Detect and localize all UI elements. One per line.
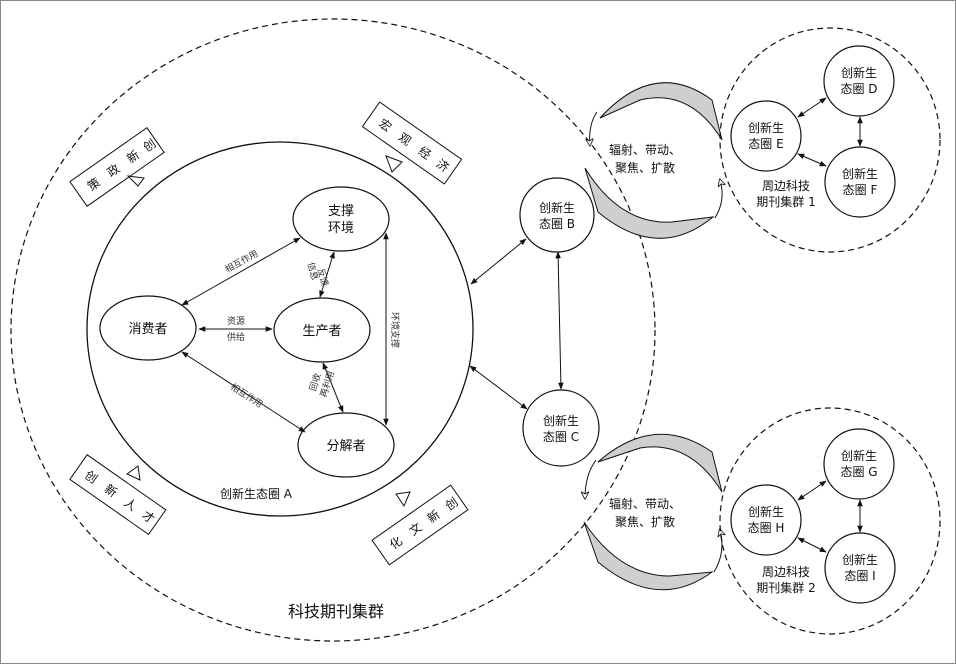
peripheral-cluster-2-boundary bbox=[719, 407, 941, 635]
resource-supply-label-1: 资源 bbox=[227, 316, 245, 327]
ecosystem-g-label-1: 创新生 bbox=[841, 448, 877, 463]
ecosystem-e-label-1: 创新生 bbox=[748, 120, 784, 135]
decomposer-label: 分解者 bbox=[326, 439, 365, 454]
radiation-cycle-2-bottom-band bbox=[583, 521, 714, 591]
ecosystem-b-node bbox=[519, 177, 595, 253]
ecosystem-d-label-1: 创新生 bbox=[841, 65, 877, 80]
env-support-label: 环境支撑 bbox=[389, 312, 401, 348]
support-environment-label-2: 环境 bbox=[328, 221, 354, 236]
radiation-cycle-1-label-2: 聚焦、扩散 bbox=[615, 160, 675, 175]
ecosystem-h-label-1: 创新生 bbox=[748, 504, 784, 519]
b-c-arrow bbox=[555, 251, 564, 390]
resource-supply-label-2: 供给 bbox=[227, 331, 245, 343]
ecosystem-h-node bbox=[730, 484, 802, 556]
ecosystem-f-node bbox=[824, 146, 896, 218]
ecosystem-h-label-2: 态圈 H bbox=[748, 521, 785, 535]
ecosystem-f-label-1: 创新生 bbox=[842, 166, 878, 181]
radiation-cycle-1-left-arrow-icon bbox=[590, 111, 598, 145]
d-e-arrow bbox=[797, 97, 827, 118]
radiation-cycle-1: 辐射、带动、 聚焦、扩散 bbox=[584, 82, 723, 239]
ecosystem-c-label-1: 创新生 bbox=[543, 413, 579, 428]
ecosystem-i-label-2: 态圈 I bbox=[844, 569, 875, 583]
support-environment-node bbox=[292, 186, 390, 252]
radiation-cycle-2-left-arrow-icon bbox=[585, 459, 597, 498]
journal-cluster-label: 科技期刊集群 bbox=[288, 602, 384, 621]
ecosystem-c-label-2: 态圈 C bbox=[543, 430, 579, 444]
radiation-cycle-2-top-band bbox=[597, 433, 723, 493]
consumer-support-arrow bbox=[181, 237, 301, 306]
producer-decomposer-arrow bbox=[322, 362, 344, 413]
ecosystem-b-label-1: 创新生 bbox=[539, 200, 575, 215]
talent-arrow-icon bbox=[126, 465, 141, 481]
ecosystem-i-node bbox=[824, 532, 896, 604]
radiation-cycle-1-right-arrow-icon bbox=[714, 180, 722, 219]
ecosystem-g-node bbox=[823, 428, 895, 500]
ecosystem-e-label-2: 态圈 E bbox=[748, 137, 783, 151]
radiation-cycle-2-right-arrow-icon bbox=[713, 530, 722, 573]
ecosystem-b-label-2: 态圈 B bbox=[539, 217, 575, 231]
ecosystem-e-node bbox=[730, 100, 802, 172]
innovation-talent-factor: 创 新 人 才 bbox=[69, 454, 167, 536]
radiation-cycle-2: 辐射、带动、 聚焦、扩散 bbox=[583, 433, 723, 591]
radiation-cycle-1-label-1: 辐射、带动、 bbox=[609, 142, 681, 157]
peripheral-cluster-1-label-2: 期刊集群 1 bbox=[756, 194, 815, 209]
radiation-cycle-2-label-2: 聚焦、扩散 bbox=[615, 514, 675, 529]
radiation-cycle-1-bottom-band bbox=[584, 167, 715, 239]
decomposer-node bbox=[297, 412, 395, 478]
e-f-arrow bbox=[797, 153, 827, 167]
peripheral-cluster-2-label-2: 期刊集群 2 bbox=[756, 580, 815, 595]
radiation-cycle-1-top-band bbox=[599, 82, 723, 141]
peripheral-cluster-1-boundary bbox=[719, 27, 941, 253]
economy-arrow-icon bbox=[385, 155, 403, 173]
macro-economy-factor: 宏 观 经 济 bbox=[361, 101, 463, 185]
ecosystem-c-node bbox=[522, 389, 600, 467]
culture-arrow-icon bbox=[395, 491, 411, 508]
producer-label: 生产者 bbox=[302, 324, 341, 339]
consumer-decomposer-arrow bbox=[181, 351, 306, 433]
consumer-label: 消费者 bbox=[128, 322, 167, 337]
ecosystem-d-label-2: 态圈 D bbox=[840, 82, 877, 96]
ecosystem-f-label-2: 态圈 F bbox=[843, 183, 878, 197]
ecosystem-a-label: 创新生态圈 A bbox=[220, 486, 293, 501]
a-b-arrow bbox=[470, 238, 527, 285]
h-i-arrow bbox=[797, 537, 827, 553]
g-h-arrow bbox=[797, 480, 827, 501]
innovation-policy-factor: 策 政 新 创 bbox=[69, 127, 165, 207]
a-c-arrow bbox=[469, 365, 528, 410]
peripheral-cluster-1: 创新生 态圈 D 创新生 态圈 E 创新生 态圈 F 周边科技 期刊集群 1 bbox=[719, 27, 941, 253]
peripheral-cluster-1-label-1: 周边科技 bbox=[762, 179, 810, 193]
ecosystem-d-node bbox=[823, 45, 895, 117]
peripheral-cluster-2: 创新生 态圈 G 创新生 态圈 H 创新生 态圈 I 周边科技 期刊集群 2 bbox=[719, 407, 941, 635]
ecosystem-i-label-1: 创新生 bbox=[842, 552, 878, 567]
support-producer-arrow bbox=[319, 251, 335, 298]
ecosystem-g-label-2: 态圈 G bbox=[840, 465, 877, 479]
innovation-culture-factor: 化 文 新 创 bbox=[371, 484, 469, 566]
radiation-cycle-2-label-1: 辐射、带动、 bbox=[609, 496, 681, 511]
producer-node bbox=[273, 297, 371, 363]
policy-arrow-icon bbox=[126, 175, 145, 187]
consumer-node bbox=[99, 295, 197, 361]
support-environment-label-1: 支撑 bbox=[328, 204, 354, 219]
journal-cluster-boundary bbox=[10, 18, 656, 642]
peripheral-cluster-2-label-1: 周边科技 bbox=[762, 565, 810, 579]
